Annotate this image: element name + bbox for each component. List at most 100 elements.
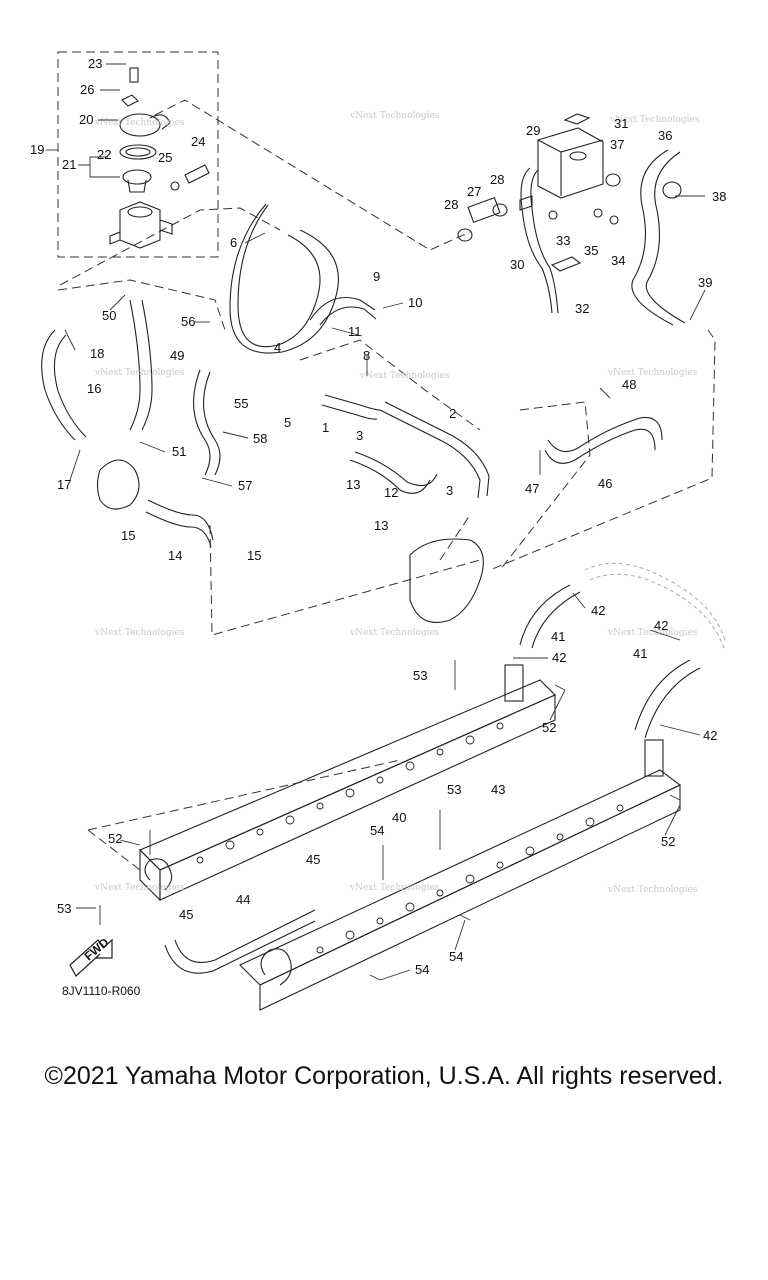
parts-diagram: FWD 8JV1110-R060 vNext Technologies vNex… <box>30 51 726 1011</box>
callout-35: 35 <box>584 243 598 258</box>
callout-54b: 54 <box>449 949 463 964</box>
hose-9 <box>309 296 376 321</box>
callout-53c: 53 <box>57 901 71 916</box>
callout-labels: 1 2 3 3 4 5 6 8 9 10 11 12 13 13 14 15 1… <box>30 56 726 977</box>
leader-line <box>439 514 471 561</box>
hose-9-edge <box>319 306 377 326</box>
hose-36-edge <box>645 151 686 324</box>
callout-41b: 41 <box>633 646 647 661</box>
callout-1: 1 <box>322 420 329 435</box>
radiator-40-holes <box>196 722 504 864</box>
watermarks: vNext Technologies vNext Technologies vN… <box>94 111 700 895</box>
radiator-43 <box>239 739 682 1011</box>
callout-34: 34 <box>611 253 625 268</box>
callout-42c: 42 <box>654 618 668 633</box>
callout-11: 11 <box>348 324 362 339</box>
callout-21: 21 <box>62 157 76 172</box>
callout-27: 27 <box>467 184 481 199</box>
radiator-40 <box>139 664 556 902</box>
callout-58: 58 <box>253 431 267 446</box>
leader-line <box>87 829 141 871</box>
callout-53: 53 <box>413 668 427 683</box>
callout-22: 22 <box>97 147 111 162</box>
coolant-reservoir-group <box>457 113 682 314</box>
ghost-hose <box>584 562 726 641</box>
leader-line <box>209 524 481 636</box>
engine-block <box>409 538 484 624</box>
fwd-label: FWD <box>82 935 112 964</box>
hose-14 <box>147 499 214 541</box>
hose-12 <box>349 459 431 494</box>
callout-12: 12 <box>384 485 398 500</box>
hose-46-edge <box>547 416 663 453</box>
watermark: vNext Technologies <box>607 628 698 638</box>
fwd-arrow: FWD <box>69 935 113 977</box>
hose-55 <box>193 369 211 476</box>
callout-leaders <box>46 63 706 981</box>
callout-44: 44 <box>236 892 250 907</box>
water-pump <box>96 459 140 510</box>
watermark: vNext Technologies <box>607 885 698 895</box>
callout-25: 25 <box>158 150 172 165</box>
callout-55: 55 <box>234 396 248 411</box>
callout-10: 10 <box>408 295 422 310</box>
callout-19: 19 <box>30 142 44 157</box>
callout-8: 8 <box>363 348 370 363</box>
callout-48: 48 <box>622 377 636 392</box>
callout-42b: 42 <box>552 650 566 665</box>
callout-28b: 28 <box>490 172 504 187</box>
callout-24: 24 <box>191 134 205 149</box>
watermark: vNext Technologies <box>609 115 700 125</box>
hose-41-lower-edge <box>644 667 701 739</box>
hose-16-edge <box>53 334 87 438</box>
callout-51: 51 <box>172 444 186 459</box>
callout-42: 42 <box>591 603 605 618</box>
callout-5: 5 <box>284 415 291 430</box>
watermark: vNext Technologies <box>349 628 440 638</box>
hose-16 <box>41 329 76 441</box>
hose-1 <box>324 394 381 411</box>
callout-36: 36 <box>658 128 672 143</box>
callout-50: 50 <box>102 308 116 323</box>
callout-20: 20 <box>79 112 93 127</box>
copyright-notice: ©2021 Yamaha Motor Corporation, U.S.A. A… <box>44 1062 724 1090</box>
callout-47: 47 <box>525 481 539 496</box>
ghost-hose-edge <box>589 573 725 649</box>
leader-line <box>57 279 226 331</box>
callout-9: 9 <box>373 269 380 284</box>
callout-15b: 15 <box>247 548 261 563</box>
callout-2: 2 <box>449 406 456 421</box>
pipe-2-edge <box>384 401 490 497</box>
callout-52b: 52 <box>108 831 122 846</box>
drawing-code: 8JV1110-R060 <box>62 984 141 998</box>
watermark: vNext Technologies <box>349 883 440 893</box>
callout-30: 30 <box>510 257 524 272</box>
thermostat-housing-group <box>109 67 210 249</box>
hose-49 <box>129 299 141 431</box>
callout-52: 52 <box>542 720 556 735</box>
callout-37: 37 <box>610 137 624 152</box>
callout-15: 15 <box>121 528 135 543</box>
watermark: vNext Technologies <box>94 628 185 638</box>
watermark: vNext Technologies <box>94 118 185 128</box>
hose-4 <box>237 204 321 348</box>
hose-55-edge <box>203 371 221 476</box>
leader-line <box>489 329 716 571</box>
hose-1-edge <box>321 404 378 420</box>
leader-line <box>499 401 591 571</box>
callout-33: 33 <box>556 233 570 248</box>
watermark: vNext Technologies <box>94 368 185 378</box>
callout-3: 3 <box>356 428 363 443</box>
callout-52c: 52 <box>661 834 675 849</box>
callout-4: 4 <box>274 340 281 355</box>
callout-56: 56 <box>181 314 195 329</box>
hose-46 <box>544 428 656 464</box>
leader-line <box>299 339 481 431</box>
callout-38: 38 <box>712 189 726 204</box>
callout-43: 43 <box>491 782 505 797</box>
callout-13: 13 <box>346 477 360 492</box>
callout-16: 16 <box>87 381 101 396</box>
callout-32: 32 <box>575 301 589 316</box>
callout-40: 40 <box>392 810 406 825</box>
hose-49-edge <box>141 299 153 431</box>
